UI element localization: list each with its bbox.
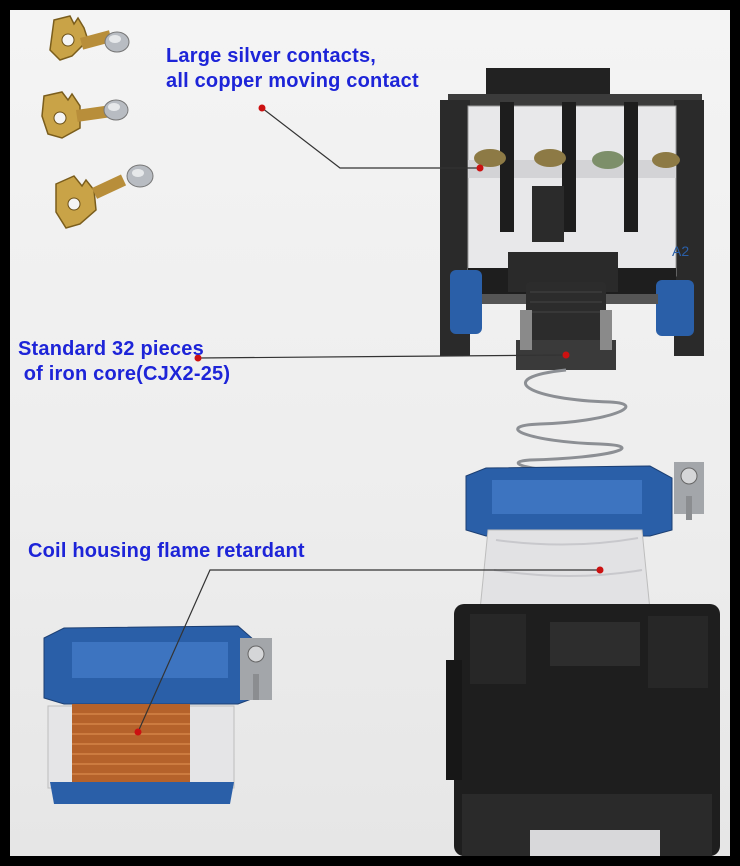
label-contacts: Large silver contacts, all copper moving… (166, 44, 419, 94)
terminal-marking-a2: A2 (672, 243, 689, 259)
product-image-frame: A2 (10, 10, 730, 856)
return-spring (516, 368, 628, 474)
label-coil-line1: Coil housing flame retardant (28, 540, 305, 562)
coil-bobbin-left (43, 625, 272, 804)
pointer-contacts (258, 104, 484, 172)
lower-base-housing (446, 604, 720, 856)
label-contacts-line2: all copper moving contact (166, 70, 419, 92)
label-coil: Coil housing flame retardant (28, 539, 305, 564)
contact-piece-2 (41, 91, 129, 139)
label-iron-core: Standard 32 pieces of iron core(CJX2-25) (18, 337, 230, 387)
pointer-coil (134, 566, 604, 736)
label-iron-core-line1: Standard 32 pieces (18, 338, 204, 360)
contact-piece-3 (55, 164, 154, 229)
coil-bobbin-right (465, 462, 704, 627)
label-contacts-line1: Large silver contacts, (166, 45, 377, 67)
contact-piece-1 (49, 15, 130, 61)
pointer-iron-core (194, 351, 570, 362)
iron-core (516, 282, 616, 370)
label-iron-core-line2: of iron core(CJX2-25) (18, 363, 231, 385)
contactor-exploded-view: A2 (41, 15, 720, 856)
